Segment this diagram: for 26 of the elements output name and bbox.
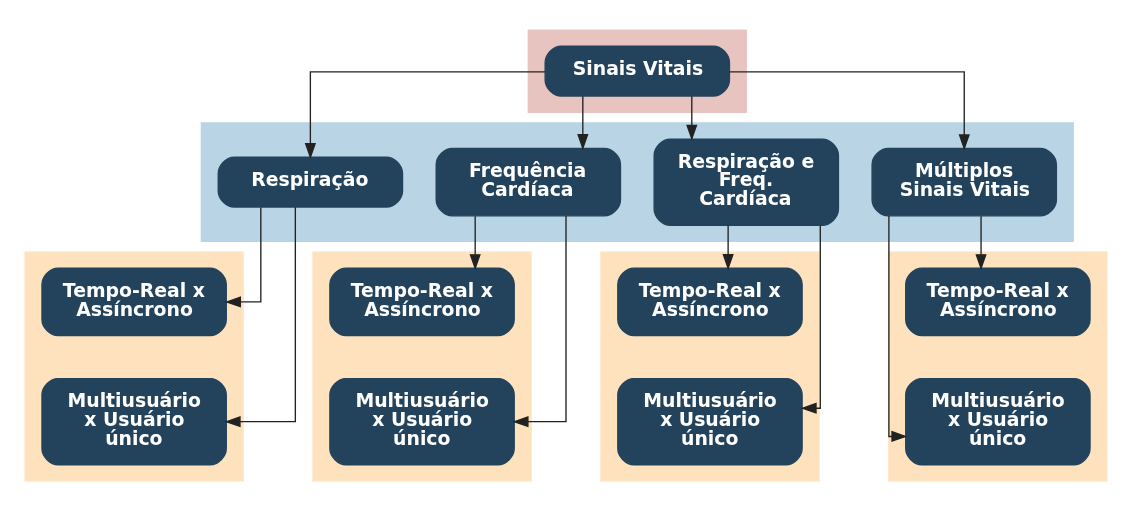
arrow <box>304 71 546 160</box>
arrow <box>512 215 567 428</box>
node-box: Respiração <box>217 156 404 208</box>
node-box: Multiusuário x Usuário único <box>617 377 803 466</box>
node-box: Tempo-Real x Assíncrono <box>329 267 515 337</box>
node-box: Tempo-Real x Assíncrono <box>617 267 803 337</box>
node-box: Frequência Cardíaca <box>435 147 622 217</box>
node-box: Múltiplos Sinais Vitais <box>871 147 1058 217</box>
arrow <box>975 215 987 271</box>
node-box: Respiração e Freq. Cardíaca <box>653 138 840 226</box>
arrow <box>800 225 821 414</box>
node-box: Multiusuário x Usuário único <box>41 377 227 466</box>
node-box: Sinais Vitais <box>544 45 731 97</box>
arrow <box>729 71 970 151</box>
arrow <box>722 224 734 271</box>
node-box: Tempo-Real x Assíncrono <box>41 267 227 337</box>
node-box: Tempo-Real x Assíncrono <box>905 267 1091 337</box>
cluster <box>527 29 747 113</box>
arrow <box>224 206 297 428</box>
node-box: Multiusuário x Usuário único <box>905 377 1091 466</box>
arrow <box>469 215 481 271</box>
arrow <box>224 206 262 308</box>
arrow <box>686 95 698 141</box>
node-box: Multiusuário x Usuário único <box>329 377 515 466</box>
arrow <box>888 215 908 443</box>
arrow <box>577 95 589 151</box>
